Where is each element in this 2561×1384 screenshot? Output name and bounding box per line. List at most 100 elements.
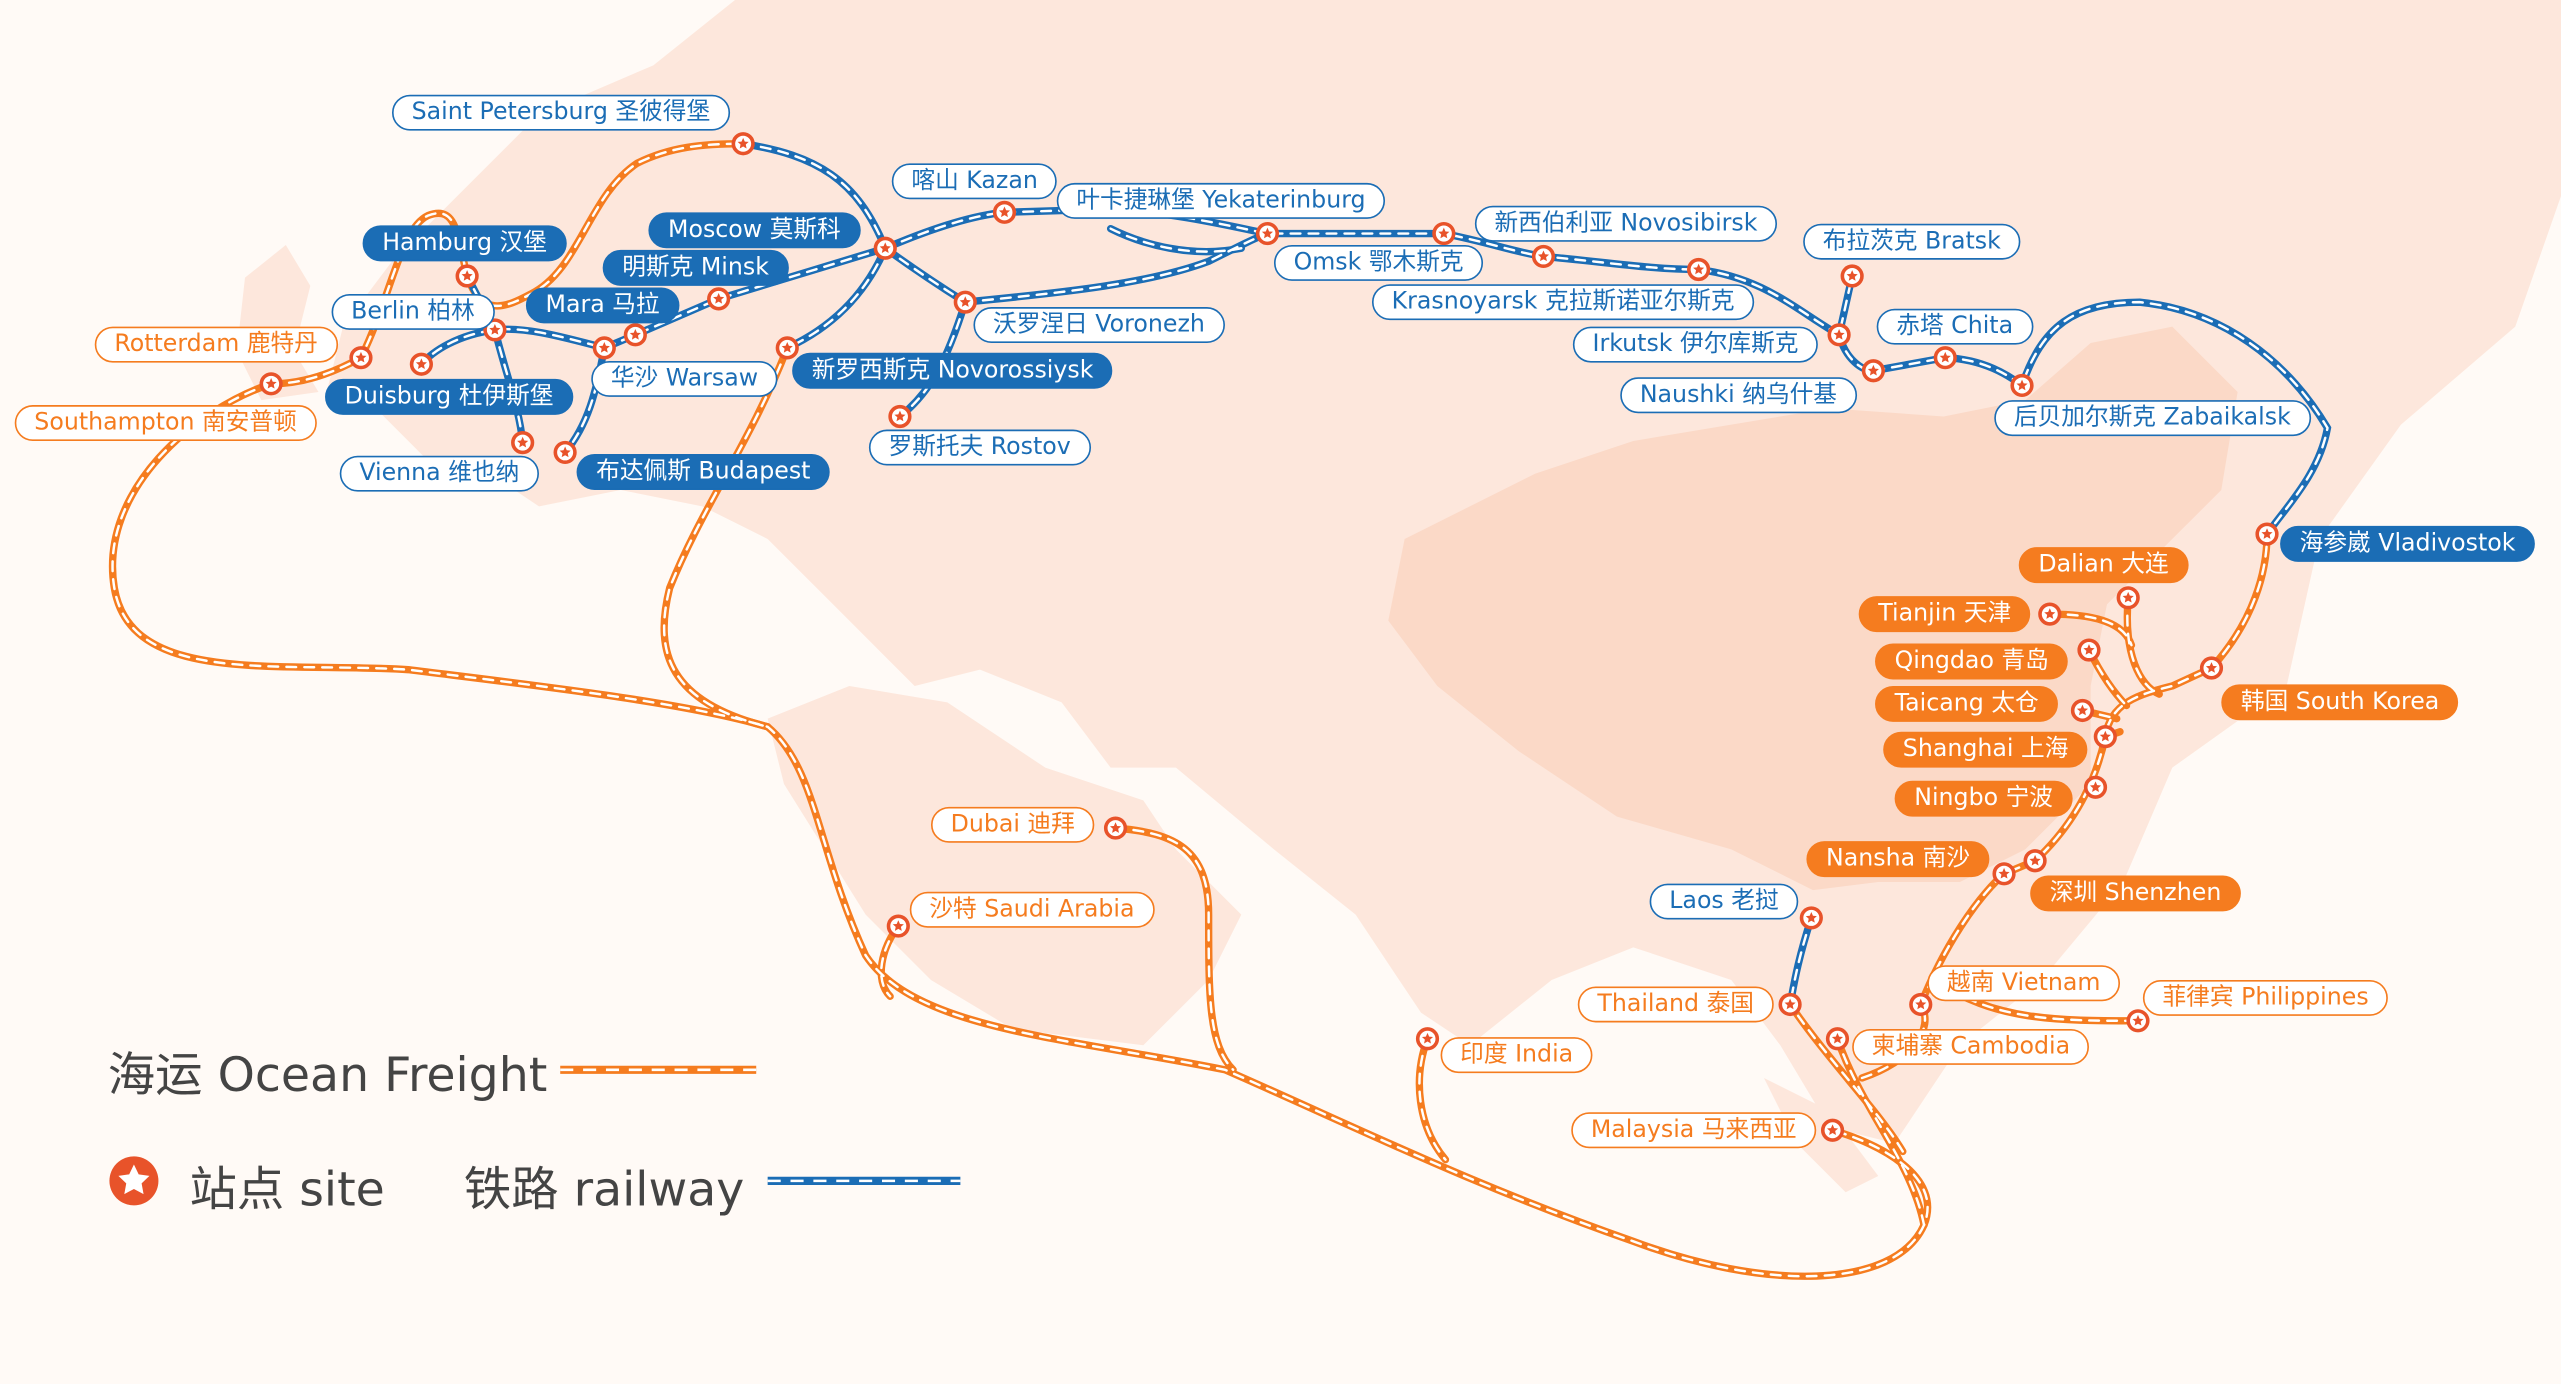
site-label-novosibirsk: 新西伯利亚 Novosibirsk — [1474, 205, 1778, 242]
ocean-route — [662, 346, 789, 729]
site-star-icon — [707, 287, 731, 311]
site-label-dalian: Dalian 大连 — [2018, 547, 2189, 584]
site-star-icon — [1432, 221, 1456, 246]
site-label-south-korea: 韩国 South Korea — [2221, 684, 2459, 721]
site-star-icon — [2038, 602, 2062, 626]
site-label-nansha: Nansha 南沙 — [1806, 841, 1990, 878]
site-label-naushki: Naushki 纳乌什基 — [1620, 377, 1857, 414]
site-label-moscow: Moscow 莫斯科 — [648, 212, 861, 249]
ocean-route — [1418, 1037, 1447, 1161]
site-star-icon — [455, 264, 479, 288]
site-star-icon — [1840, 264, 1864, 288]
ocean-route — [111, 382, 1929, 1278]
site-star-icon — [2070, 698, 2095, 723]
site-label-zabaikalsk: 后贝加尔斯克 Zabaikalsk — [1994, 400, 2311, 437]
site-star-icon — [775, 336, 799, 360]
site-star-icon — [349, 346, 373, 370]
railway-route — [1788, 916, 1813, 1006]
site-star-icon — [1909, 992, 1933, 1017]
site-label-krasnoyarsk: Krasnoyarsk 克拉斯诺亚尔斯克 — [1371, 284, 1755, 321]
site-label-tianjin: Tianjin 天津 — [1858, 596, 2031, 633]
site-markers — [259, 132, 2279, 1142]
site-label-voronezh: 沃罗涅日 Voronezh — [973, 307, 1225, 343]
site-star-icon — [2023, 849, 2047, 873]
site-star-icon — [873, 236, 897, 260]
site-star-icon — [2126, 1009, 2150, 1033]
ocean-route — [1114, 826, 1235, 1072]
site-star-icon — [1255, 221, 1280, 246]
legend-site-star-icon — [109, 1156, 159, 1206]
site-label-vladivostok: 海参崴 Vladivostok — [2280, 525, 2536, 562]
site-star-icon — [731, 132, 755, 156]
site-label-thailand: Thailand 泰国 — [1577, 986, 1774, 1023]
railway-route — [563, 346, 606, 454]
railway-route — [741, 142, 887, 250]
site-label-hamburg: Hamburg 汉堡 — [362, 225, 567, 262]
legend-ocean-freight: 海运 Ocean Freight — [107, 1046, 548, 1103]
site-star-icon — [1861, 359, 1885, 383]
site-label-shanghai: Shanghai 上海 — [1883, 731, 2088, 768]
site-label-india: 印度 India — [1440, 1037, 1593, 1074]
site-label-saudi: 沙特 Saudi Arabia — [909, 891, 1155, 928]
site-label-mara: Mara 马拉 — [525, 287, 680, 324]
site-star-icon — [1531, 244, 1556, 269]
site-star-icon — [953, 290, 977, 314]
site-star-icon — [2077, 638, 2101, 662]
site-label-budapest: 布达佩斯 Budapest — [576, 454, 831, 490]
site-star-icon — [1992, 862, 2016, 886]
railway-route — [786, 247, 887, 350]
site-star-icon — [1103, 816, 1128, 840]
site-label-taicang: Taicang 太仓 — [1875, 685, 2059, 722]
ocean-route — [1860, 532, 2269, 1080]
legend-graphics — [109, 1065, 961, 1206]
site-label-bratsk: 布拉茨克 Bratsk — [1803, 223, 2021, 260]
site-label-warsaw: 华沙 Warsaw — [591, 360, 778, 397]
site-star-icon — [592, 336, 616, 360]
site-star-icon — [1827, 323, 1851, 347]
ocean-route — [1788, 1003, 1905, 1153]
site-label-vietnam: 越南 Vietnam — [1927, 965, 2121, 1002]
site-label-cambodia: 柬埔寨 Cambodia — [1852, 1028, 2090, 1065]
site-label-rostov: 罗斯托夫 Rostov — [868, 429, 1091, 466]
site-star-icon — [1825, 1027, 1850, 1051]
site-star-icon — [1799, 906, 1823, 930]
railway-route — [964, 232, 1269, 304]
site-label-ningbo: Ningbo 宁波 — [1894, 780, 2073, 817]
site-star-icon — [553, 440, 577, 465]
site-star-icon — [2010, 373, 2034, 398]
site-star-icon — [2083, 775, 2108, 799]
site-label-qingdao: Qingdao 青岛 — [1875, 643, 2069, 680]
ocean-route — [1836, 1037, 1926, 1227]
site-star-icon — [1820, 1118, 1845, 1142]
site-label-kazan: 喀山 Kazan — [891, 163, 1058, 200]
site-star-icon — [511, 431, 535, 455]
site-label-omsk: Omsk 鄂木斯克 — [1273, 244, 1484, 281]
site-star-icon — [259, 372, 283, 396]
site-star-icon — [1933, 346, 1957, 370]
site-star-icon — [2199, 656, 2224, 680]
site-star-icon — [888, 404, 912, 429]
site-label-duisburg: Duisburg 杜伊斯堡 — [325, 378, 574, 415]
site-star-icon — [1778, 992, 1802, 1017]
ocean-route — [2126, 596, 2161, 696]
site-label-dubai: Dubai 迪拜 — [930, 806, 1095, 843]
site-star-icon — [1415, 1027, 1440, 1051]
ocean-route — [2048, 612, 2133, 647]
site-label-irkutsk: Irkutsk 伊尔库斯克 — [1572, 326, 1819, 363]
site-star-icon — [483, 318, 507, 342]
site-label-saint-petersburg: Saint Petersburg 圣彼得堡 — [391, 94, 730, 131]
site-label-novorossiysk: 新罗西斯克 Novorossiysk — [792, 352, 1114, 389]
site-star-icon — [2116, 586, 2140, 610]
site-star-icon — [409, 352, 433, 376]
site-label-yekaterinburg: 叶卡捷琳堡 Yekaterinburg — [1056, 182, 1386, 219]
site-label-minsk: 明斯克 Minsk — [602, 249, 789, 286]
site-star-icon — [2255, 522, 2279, 546]
legend-railway: 铁路 railway — [463, 1161, 745, 1217]
railway-route — [1109, 227, 1243, 253]
site-star-icon — [2093, 725, 2117, 749]
site-label-rotterdam: Rotterdam 鹿特丹 — [94, 326, 338, 363]
site-label-philippines: 菲律宾 Philippines — [2142, 979, 2389, 1016]
site-star-icon — [1687, 257, 1711, 282]
site-star-icon — [992, 200, 1017, 224]
